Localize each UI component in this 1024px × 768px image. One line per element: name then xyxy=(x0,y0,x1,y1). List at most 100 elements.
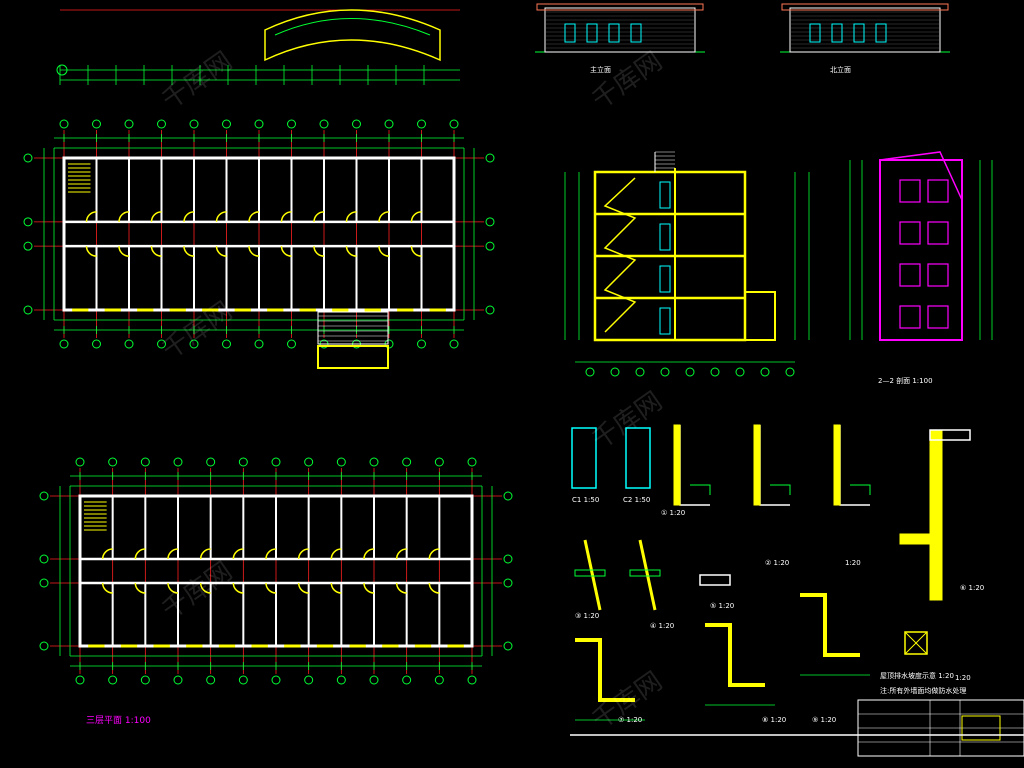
plan3-axis-bubble-right xyxy=(503,641,513,651)
plan3-axis-bubble-top xyxy=(434,457,444,467)
plan3-axis-bubble-right xyxy=(503,578,513,588)
plan2-axis-bubble-top xyxy=(384,119,394,129)
plan3-door-swing xyxy=(428,548,440,560)
section-axis-bubble xyxy=(610,367,620,377)
plan3-door-swing xyxy=(199,582,211,594)
plan3-axis-bubble-bottom xyxy=(336,675,346,685)
watermark-2: 千库网 xyxy=(587,46,668,115)
detail-label-c1: C1 1:50 xyxy=(572,496,599,504)
side-elevation-window xyxy=(853,23,865,43)
plan3-axis-bubble-top xyxy=(108,457,118,467)
elev-window xyxy=(899,221,921,245)
plan2-door-swing xyxy=(215,246,227,257)
section-stair xyxy=(603,177,637,333)
plan3-door-swing xyxy=(395,582,407,594)
plan3-axis-bubble-top xyxy=(369,457,379,467)
detail-9 xyxy=(800,593,860,657)
detail-label-9: ⑨ 1:20 xyxy=(812,716,836,724)
plan2-door-swing xyxy=(378,246,390,257)
plan3-axis-bubble-left xyxy=(39,578,49,588)
plan3-axis-bubble-left xyxy=(39,554,49,564)
section-title: 2—2 剖面 1:100 xyxy=(878,376,933,385)
plan2-axis-bubble-top xyxy=(287,119,296,129)
detail-2-dim xyxy=(770,484,791,495)
plan2-axis-bubble-top xyxy=(449,119,459,129)
detail-window-c2 xyxy=(625,427,651,489)
plan3-door-swing xyxy=(395,548,407,560)
plan3-axis-bubble-bottom xyxy=(238,675,248,685)
plan2-axis-bubble-bottom xyxy=(254,339,264,349)
plan3-axis-bubble-top xyxy=(206,457,216,467)
plan3-axis-bubble-bottom xyxy=(467,675,477,685)
plan3-door-swing xyxy=(199,548,211,560)
title-block-stamp xyxy=(961,715,1001,741)
plan2-axis-bubble-bottom xyxy=(222,339,231,349)
side-elevation-window xyxy=(875,23,887,43)
front-elevation-cornice xyxy=(536,3,704,11)
detail-1-dim xyxy=(690,484,711,495)
side-elevation-cornice xyxy=(781,3,949,11)
elev-window xyxy=(927,263,949,287)
plan2-door-swing xyxy=(345,246,357,257)
note-title: 屋顶排水坡度示意 1:20 xyxy=(880,671,954,680)
plan2-axis-bubble-top xyxy=(92,119,101,129)
detail-label-10: 1:20 xyxy=(845,559,861,567)
detail-label-5: ⑤ 1:20 xyxy=(710,602,734,610)
plan3-axis-bubble-top xyxy=(467,457,477,467)
plan2-axis-bubble-bottom xyxy=(417,339,426,349)
plan2-axis-bubble-top xyxy=(222,119,231,129)
plan2-axis-bubble-right xyxy=(485,305,495,315)
detail-slope-3 xyxy=(583,539,602,611)
detail-label-1: ① 1:20 xyxy=(661,509,685,517)
detail-6-cap xyxy=(929,429,971,441)
plan3-axis-bubble-bottom xyxy=(75,675,85,685)
plan3-axis-bubble-left xyxy=(39,641,49,651)
detail-8 xyxy=(705,623,765,687)
plan2-door-swing xyxy=(85,211,97,222)
plan3-axis-bubble-bottom xyxy=(140,675,150,685)
plan3-door-swing xyxy=(232,548,244,560)
plan3-axis-bubble-top xyxy=(140,457,150,467)
detail-6-slab xyxy=(899,533,941,545)
plan2-axis-bubble-bottom xyxy=(92,339,101,349)
plan3-door-swing xyxy=(167,548,179,560)
plan3-door-swing xyxy=(363,548,375,560)
plan3-axis-bubble-bottom xyxy=(206,675,216,685)
plan2-door-swing xyxy=(313,246,325,257)
watermark-4: 千库网 xyxy=(587,386,668,455)
plan2-door-swing xyxy=(118,211,130,222)
plan3-axis-bubble-top xyxy=(304,457,314,467)
elev-window xyxy=(899,179,921,203)
plan2-door-swing xyxy=(183,246,195,257)
plan3-door-swing xyxy=(134,548,146,560)
plan2-axis-bubble-top xyxy=(254,119,264,129)
section-window xyxy=(659,223,671,251)
plan3-axis-bubble-top xyxy=(173,457,183,467)
plan2-axis-bubble-top xyxy=(124,119,134,129)
plan3-door-swing xyxy=(330,548,342,560)
plan2-axis-bubble-bottom xyxy=(59,339,69,349)
plan2-door-swing xyxy=(410,211,422,222)
section-axis-bubble xyxy=(785,367,795,377)
plan3-title: 三层平面 1:100 xyxy=(86,715,151,726)
plan2-door-swing xyxy=(345,211,357,222)
plan3-door-swing xyxy=(265,548,277,560)
plan2-door-swing xyxy=(313,211,325,222)
arc-canopy xyxy=(264,9,441,62)
section-axis-bubble xyxy=(760,367,770,377)
plan3-door-swing xyxy=(265,582,277,594)
front-elevation-window xyxy=(586,23,598,43)
plan3-axis-bubble-top xyxy=(402,457,412,467)
section-axis-bubble xyxy=(585,367,595,377)
plan3-door-swing xyxy=(167,582,179,594)
detail-10-dim xyxy=(850,484,871,495)
plan3-axis-bubble-right xyxy=(503,491,513,501)
detail-label-6: ⑥ 1:20 xyxy=(960,584,984,592)
detail-10-hatch xyxy=(833,424,841,506)
plan2-axis-bubble-top xyxy=(417,119,426,129)
section-axis-bubble xyxy=(710,367,720,377)
plan2-axis-bubble-top xyxy=(319,119,329,129)
watermark-5: 千库网 xyxy=(157,556,238,625)
